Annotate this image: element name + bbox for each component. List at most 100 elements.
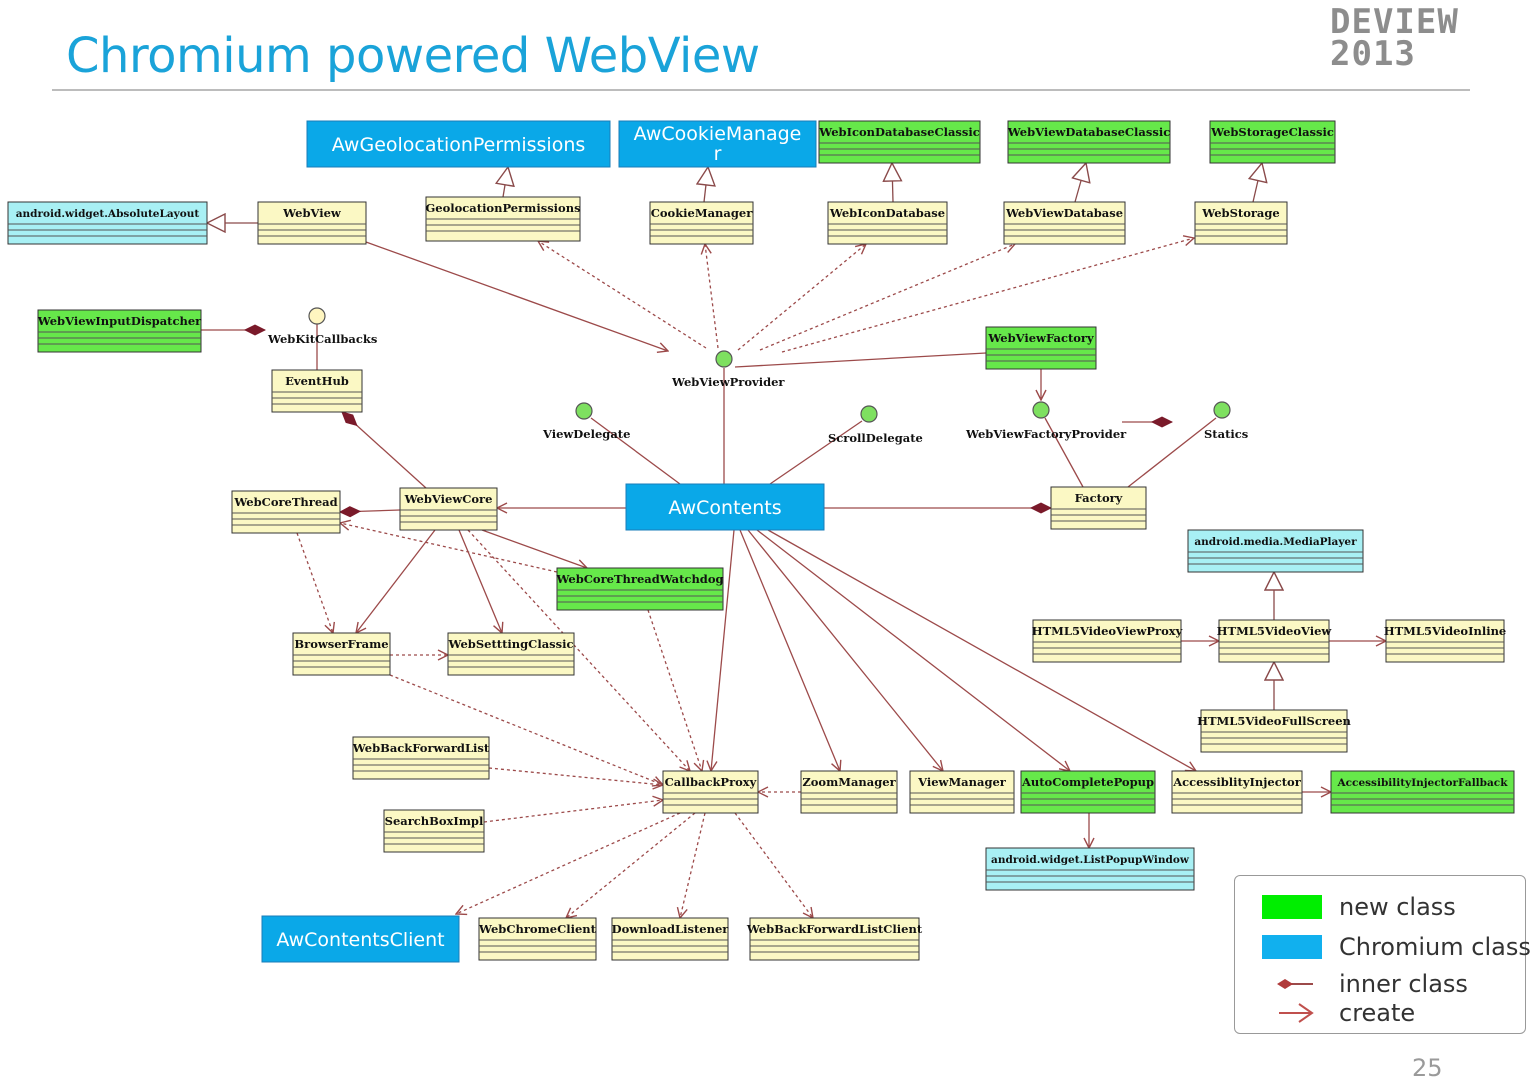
brand-name: DEVIEW xyxy=(1330,2,1459,42)
edge-web-view-core-to-web-core-thread xyxy=(340,510,401,512)
class-node-web-icon-database-classic: WebIconDatabaseClassic xyxy=(818,120,981,164)
interface-web-kit-callbacks: WebKitCallbacks xyxy=(267,307,377,346)
class-node-aw-contents: AwContents xyxy=(625,483,825,531)
class-node-label: ZoomManager xyxy=(802,775,896,789)
class-node-label: WebViewCore xyxy=(404,492,493,506)
class-node-label: WebSetttingClassic xyxy=(448,637,574,651)
edge-web-view-factory-to-web-view-provider xyxy=(734,352,987,368)
class-node-label: AccessiblityInjector xyxy=(1172,775,1302,789)
interface-scroll-delegate: ScrollDelegate xyxy=(828,405,923,445)
class-node-web-core-thread: WebCoreThread xyxy=(231,490,341,534)
edge-web-core-thread-watchdog-to-web-core-thread xyxy=(340,523,558,573)
edge-aw-contents-to-zoom-manager xyxy=(739,529,840,771)
edge-web-view-provider-to-web-icon-database xyxy=(737,244,866,351)
class-node-label: WebCoreThread xyxy=(233,495,337,509)
class-node-view-manager: ViewManager xyxy=(909,770,1015,814)
class-node-html5video-view-proxy: HTML5VideoViewProxy xyxy=(1032,619,1183,663)
class-node-html5video-view: HTML5VideoView xyxy=(1217,619,1333,663)
edge-web-core-thread-to-browser-frame xyxy=(296,532,333,633)
legend-item-inner-class: inner class xyxy=(1235,970,1525,1000)
class-node-label: HTML5VideoViewProxy xyxy=(1032,624,1183,638)
edge-web-view-provider-to-geolocation-permissions xyxy=(538,241,707,349)
class-node-web-view-input-dispatcher: WebViewInputDispatcher xyxy=(37,309,202,353)
edge-geolocation-permissions-to-aw-geolocation-permissions xyxy=(503,167,508,198)
class-node-label: WebViewDatabase xyxy=(1005,206,1123,220)
class-node-label: WebBackForwardListClient xyxy=(746,922,923,936)
class-node-label: android.widget.AbsoluteLayout xyxy=(16,208,200,220)
edge-factory-to-statics xyxy=(1127,417,1217,488)
class-node-web-view-database-classic: WebViewDatabaseClassic xyxy=(1007,120,1171,164)
class-node-html5video-inline: HTML5VideoInline xyxy=(1384,619,1507,663)
edge-aw-contents-to-accessiblity-injector xyxy=(767,529,1196,771)
create-arrow-icon xyxy=(1279,1003,1314,1023)
edge-callback-proxy-to-web-chrome-client xyxy=(566,812,696,918)
edge-web-view-provider-to-web-storage xyxy=(781,238,1194,353)
class-node-browser-frame: BrowserFrame xyxy=(292,632,391,676)
class-node-web-chrome-client: WebChromeClient xyxy=(478,917,597,961)
edge-web-view-provider-to-web-view-database xyxy=(759,244,1015,351)
class-node-search-box-impl: SearchBoxImpl xyxy=(383,809,485,853)
interface-web-view-provider: WebViewProvider xyxy=(671,350,785,389)
class-node-callback-proxy: CallbackProxy xyxy=(662,770,759,814)
class-node-label: BrowserFrame xyxy=(294,637,388,651)
edge-callback-proxy-to-web-back-forward-list-client xyxy=(734,812,813,918)
class-node-geolocation-permissions: GeolocationPermissions xyxy=(425,196,581,242)
edge-web-view-core-to-web-core-thread-watchdog xyxy=(481,529,587,568)
edge-factory-to-web-view-factory-provider xyxy=(1044,417,1084,488)
interface-statics: Statics xyxy=(1204,401,1248,441)
class-node-label: android.media.MediaPlayer xyxy=(1194,536,1357,548)
edge-aw-contents-to-view-delegate xyxy=(590,417,681,485)
class-node-zoom-manager: ZoomManager xyxy=(800,770,898,814)
edge-web-view-database-to-web-view-database-classic xyxy=(1075,163,1086,203)
edge-callback-proxy-to-download-listener xyxy=(680,812,706,918)
edge-web-view-core-to-web-setting-classic xyxy=(458,529,502,633)
edge-cookie-manager-to-aw-cookie-manager xyxy=(704,167,708,203)
class-node-label: WebViewInputDispatcher xyxy=(37,314,202,328)
class-node-label: EventHub xyxy=(285,374,349,388)
interface-label: ViewDelegate xyxy=(542,427,630,441)
class-node-label: WebBackForwardList xyxy=(352,741,490,755)
class-node-label: HTML5VideoView xyxy=(1217,624,1333,638)
class-node-web-view-factory: WebViewFactory xyxy=(985,326,1097,370)
interface-lollipop-icon xyxy=(308,307,326,325)
interface-lollipop-icon xyxy=(1032,401,1050,419)
title-divider xyxy=(52,89,1470,91)
interface-web-view-factory-provider: WebViewFactoryProvider xyxy=(965,401,1127,441)
legend-swatch-blue xyxy=(1262,935,1322,959)
class-node-label: HTML5VideoInline xyxy=(1384,624,1507,638)
legend-item-create: create xyxy=(1235,999,1525,1029)
class-node-label: AccessibilityInjectorFallback xyxy=(1337,777,1509,789)
edge-web-icon-database-to-web-icon-database-classic xyxy=(892,163,893,203)
class-node-label: WebView xyxy=(282,206,342,220)
legend-swatch-green xyxy=(1262,895,1322,919)
class-node-web-view-core: WebViewCore xyxy=(399,487,498,531)
class-node-label: WebIconDatabase xyxy=(829,206,945,220)
edge-web-back-forward-list-to-callback-proxy xyxy=(488,767,663,785)
class-node-label: SearchBoxImpl xyxy=(385,814,484,828)
interface-lollipop-icon xyxy=(715,350,733,368)
edge-web-view-to-web-view-provider xyxy=(365,241,668,351)
class-node-label: WebViewFactory xyxy=(987,331,1094,345)
class-node-accessiblity-injector: AccessiblityInjector xyxy=(1171,770,1303,814)
legend-label: create xyxy=(1339,999,1416,1027)
class-node-label: WebStorageClassic xyxy=(1210,125,1334,139)
inner-class-diamond-icon xyxy=(1277,979,1313,989)
edge-callback-proxy-to-aw-contents-client xyxy=(456,812,681,914)
class-node-web-storage: WebStorage xyxy=(1194,201,1288,245)
edge-web-storage-to-web-storage-classic xyxy=(1253,163,1262,203)
legend-item-chromium-class: Chromium class xyxy=(1235,933,1531,963)
class-node-label: android.widget.ListPopupWindow xyxy=(991,854,1190,866)
edge-web-view-core-to-callback-proxy xyxy=(467,529,690,771)
class-node-label: DownloadListener xyxy=(612,922,730,936)
brand-year: 2013 xyxy=(1330,34,1416,74)
legend-label: new class xyxy=(1339,893,1456,921)
class-node-web-storage-classic: WebStorageClassic xyxy=(1209,120,1336,164)
legend-label: inner class xyxy=(1339,970,1468,998)
class-node-web-core-thread-watchdog: WebCoreThreadWatchdog xyxy=(555,567,724,611)
class-node-label: ViewManager xyxy=(917,775,1007,789)
class-node-aw-geolocation-permissions: AwGeolocationPermissions xyxy=(306,120,611,168)
edge-aw-contents-to-view-manager xyxy=(747,529,943,771)
class-node-label: Factory xyxy=(1075,491,1123,505)
class-node-label: AwGeolocationPermissions xyxy=(332,134,586,156)
